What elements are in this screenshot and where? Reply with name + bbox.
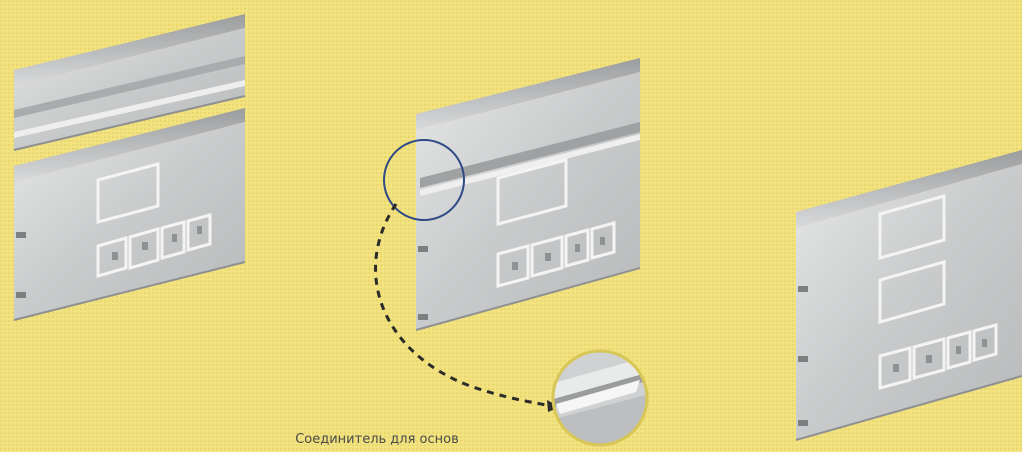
connector-caption: Соединитель для основ (232, 432, 522, 448)
